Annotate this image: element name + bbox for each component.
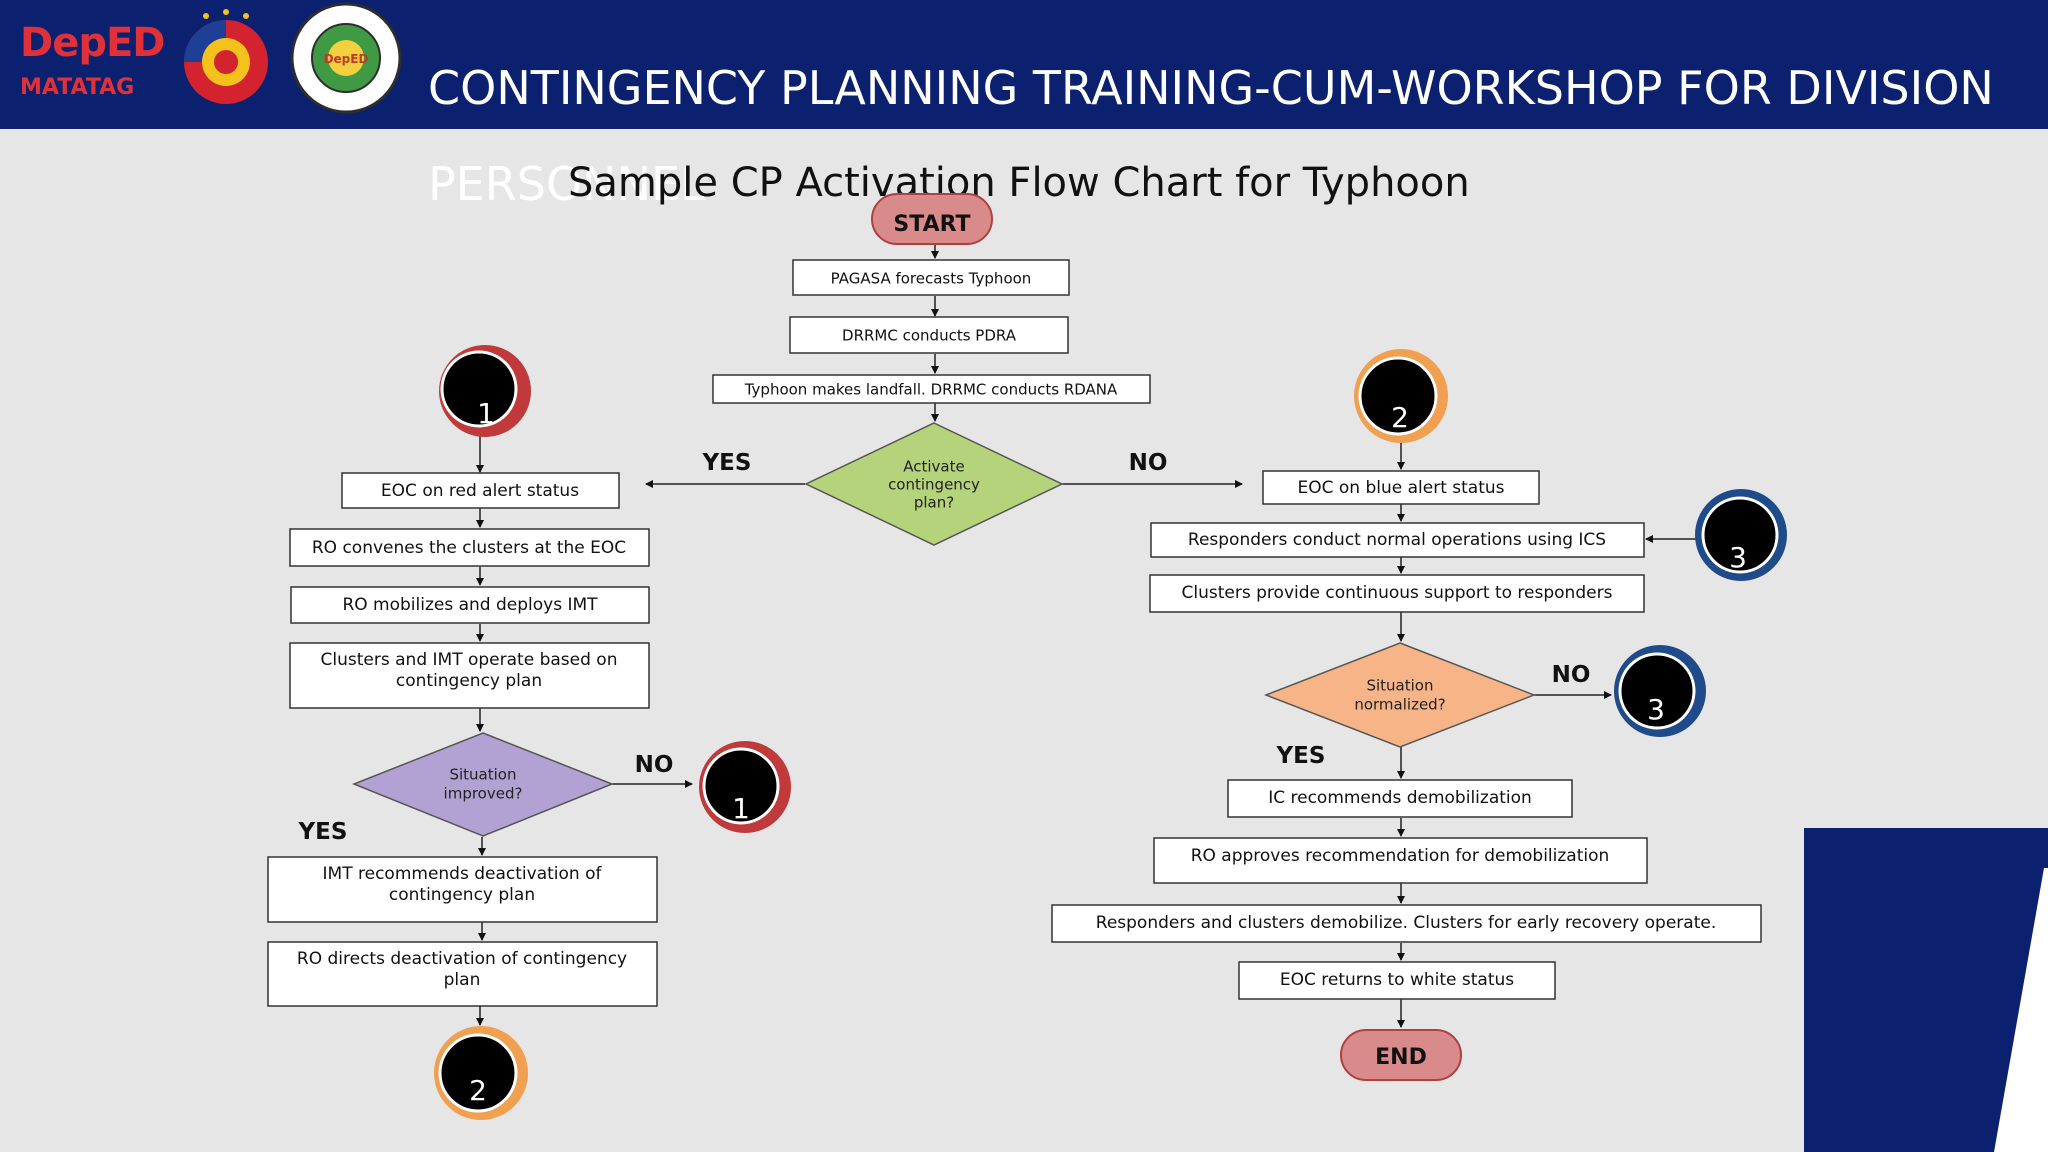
- process-box: Clusters and IMT operate based on contin…: [289, 642, 650, 709]
- connector-circle-3: 3: [1695, 489, 1787, 581]
- step-landfall-rdana: Typhoon makes landfall. DRRMC conducts R…: [744, 381, 1118, 399]
- corner-decoration: [1804, 828, 2048, 1152]
- step-responders-normal-operations: Responders conduct normal operations usi…: [1188, 530, 1606, 550]
- no-label: NO: [1552, 662, 1591, 688]
- connector-circle-2: 2: [434, 1026, 528, 1120]
- step-eoc-red-alert: EOC on red alert status: [381, 481, 579, 501]
- connector-number: 3: [1647, 693, 1665, 726]
- process-box: Clusters provide continuous support to r…: [1149, 574, 1645, 613]
- decision-activate-line-2: contingency: [888, 476, 980, 494]
- step-clusters-imt-operate-line-1: Clusters and IMT operate based on: [321, 650, 618, 670]
- page-header-title: CONTINGENCY PLANNING TRAINING-CUM-WORKSH…: [428, 61, 1994, 211]
- process-box: EOC on red alert status: [341, 472, 620, 509]
- step-eoc-blue-alert: EOC on blue alert status: [1297, 478, 1504, 498]
- decision-normalized-line-2: normalized?: [1354, 696, 1445, 714]
- process-box: RO approves recommendation for demobiliz…: [1153, 837, 1648, 884]
- connector-number: 1: [477, 397, 495, 430]
- start-terminal: START: [871, 193, 993, 245]
- process-box: EOC returns to white status: [1238, 961, 1556, 1000]
- decision-activate-line-3: plan?: [914, 494, 954, 512]
- process-box: RO mobilizes and deploys IMT: [290, 586, 650, 624]
- process-box: Typhoon makes landfall. DRRMC conducts R…: [712, 374, 1151, 404]
- end-terminal: END: [1340, 1029, 1462, 1081]
- decision-activate-line-1: Activate: [903, 458, 964, 476]
- yes-label: YES: [702, 450, 752, 476]
- connector-circle-2: 2: [1354, 349, 1448, 443]
- no-label: NO: [1129, 450, 1168, 476]
- step-ic-recommends-demobilization: IC recommends demobilization: [1268, 788, 1532, 808]
- process-box: PAGASA forecasts Typhoon: [792, 259, 1070, 296]
- deped-logo-text: DepED: [20, 20, 166, 66]
- step-pagasa-forecast: PAGASA forecasts Typhoon: [831, 270, 1032, 288]
- process-box: RO directs deactivation of contingency p…: [267, 941, 658, 1007]
- step-ro-approves-demobilization: RO approves recommendation for demobiliz…: [1191, 846, 1610, 866]
- decision-improved-line-2: improved?: [444, 785, 523, 803]
- process-box: IC recommends demobilization: [1227, 779, 1573, 818]
- seal-inner-text: DepED: [324, 52, 369, 66]
- step-ro-directs-deactivation-line-2: plan: [444, 970, 481, 990]
- process-box: Responders and clusters demobilize. Clus…: [1051, 904, 1762, 943]
- flow-arrows: [476, 240, 1700, 1028]
- bagong-pilipinas-seal-icon: [184, 9, 268, 104]
- connector-number: 2: [469, 1074, 487, 1107]
- connector-circle-3: 3: [1614, 645, 1706, 737]
- no-label: NO: [635, 752, 674, 778]
- step-clusters-continuous-support: Clusters provide continuous support to r…: [1182, 583, 1613, 603]
- step-eoc-white-status: EOC returns to white status: [1280, 970, 1514, 990]
- step-imt-recommends-line-2: contingency plan: [389, 885, 535, 905]
- step-clusters-imt-operate-line-2: contingency plan: [396, 671, 542, 691]
- connector-number: 3: [1729, 541, 1747, 574]
- step-ro-directs-deactivation-line-1: RO directs deactivation of contingency: [297, 949, 627, 969]
- step-ro-mobilizes-imt: RO mobilizes and deploys IMT: [342, 595, 598, 615]
- connector-circle-1: 1: [699, 741, 791, 833]
- decision-improved-line-1: Situation: [449, 766, 516, 784]
- yes-label: YES: [298, 819, 348, 845]
- step-ro-convenes-clusters: RO convenes the clusters at the EOC: [312, 538, 626, 558]
- header-bar: DepED MATATAG DepED CONTINGENCY PLANNING…: [0, 0, 2048, 211]
- step-imt-recommends-line-1: IMT recommends deactivation of: [323, 864, 603, 884]
- slide-title: Sample CP Activation Flow Chart for Typh…: [568, 160, 1470, 206]
- process-box: Responders conduct normal operations usi…: [1150, 522, 1645, 558]
- decision-situation-normalized: Situation normalized?: [1263, 642, 1537, 748]
- step-drrmc-pdra: DRRMC conducts PDRA: [842, 327, 1017, 345]
- connector-circle-1: 1: [439, 345, 531, 437]
- negros-occidental-division-seal-icon: DepED: [290, 2, 402, 114]
- deped-matatag-logo: DepED MATATAG: [20, 20, 166, 116]
- process-box: IMT recommends deactivation of contingen…: [267, 856, 658, 923]
- matatag-logo-text: MATATAG: [20, 75, 135, 100]
- connector-number: 1: [732, 792, 750, 825]
- process-box: RO convenes the clusters at the EOC: [289, 528, 650, 567]
- start-label: START: [893, 212, 970, 237]
- process-box: DRRMC conducts PDRA: [789, 316, 1069, 354]
- decision-activate-plan: Activate contingency plan?: [804, 422, 1064, 546]
- step-responders-clusters-demobilize: Responders and clusters demobilize. Clus…: [1096, 913, 1716, 933]
- process-box: EOC on blue alert status: [1262, 470, 1540, 505]
- yes-label: YES: [1276, 743, 1326, 769]
- decision-normalized-line-1: Situation: [1366, 677, 1433, 695]
- end-label: END: [1375, 1045, 1427, 1070]
- decision-situation-improved: Situation improved?: [351, 732, 615, 837]
- connector-number: 2: [1391, 401, 1409, 434]
